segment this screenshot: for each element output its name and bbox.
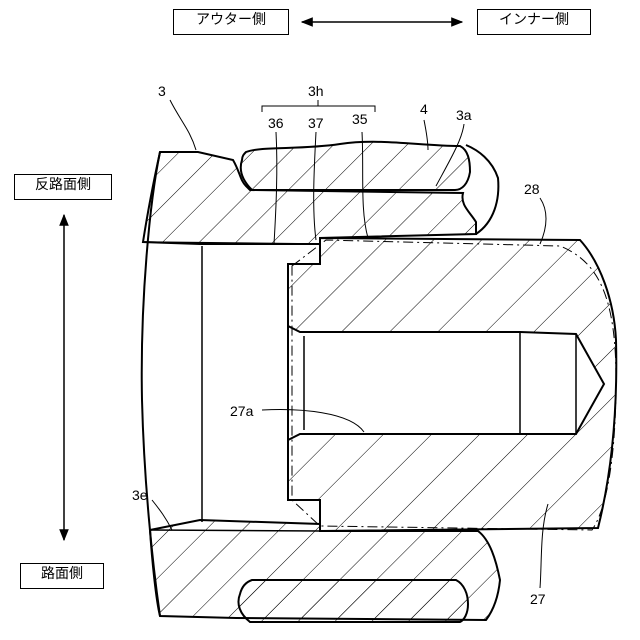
ref-3h: 3h <box>308 83 324 99</box>
ref-27: 27 <box>530 591 546 607</box>
ref-37: 37 <box>308 115 324 131</box>
ring-upper <box>241 142 470 190</box>
hub-bore-lower-edge <box>150 530 320 531</box>
ref-4: 4 <box>420 101 428 117</box>
ring-lower <box>238 580 468 622</box>
ref-3: 3 <box>158 83 166 99</box>
ref-3e: 3e <box>132 487 148 503</box>
ref-27a: 27a <box>230 403 254 419</box>
shaft-bore <box>288 326 604 440</box>
leader-3 <box>170 100 196 150</box>
ref-3a: 3a <box>456 107 472 123</box>
ref-35: 35 <box>352 111 368 127</box>
ref-28: 28 <box>524 181 540 197</box>
ref-36: 36 <box>268 115 284 131</box>
leader-28 <box>540 198 546 244</box>
